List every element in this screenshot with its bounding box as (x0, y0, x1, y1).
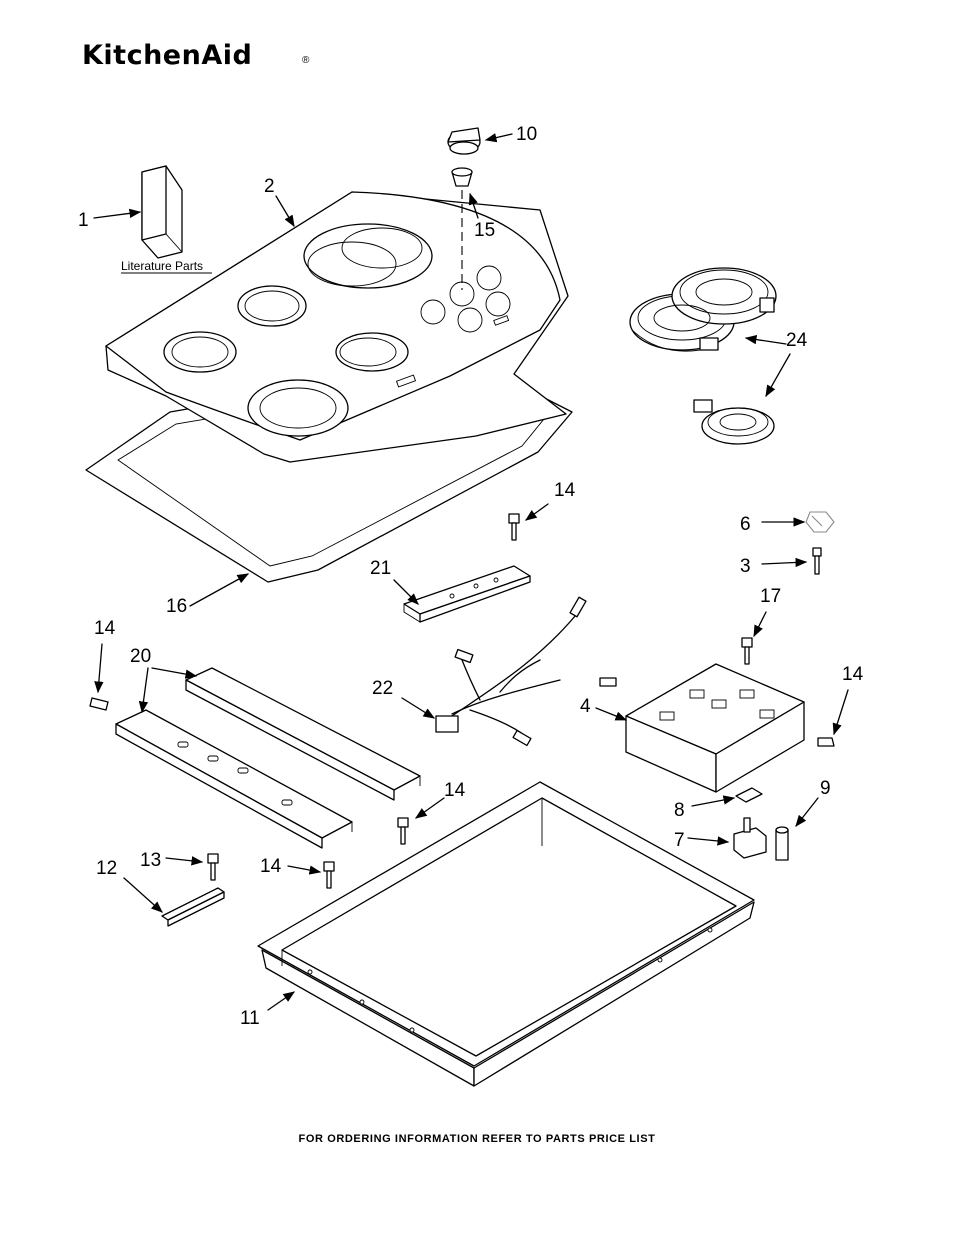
part-dual-element (629, 267, 777, 352)
part-bracket-12 (161, 887, 225, 927)
part-screw-13 (207, 853, 219, 881)
callout-14-bottom-b: 14 (260, 856, 282, 877)
callout-4: 4 (580, 696, 591, 717)
callout-15: 15 (474, 220, 495, 241)
part-rail-lower (115, 709, 353, 849)
brand-registered-mark: ® (302, 55, 310, 66)
callout-1: 1 (78, 210, 89, 231)
part-wire-harness (435, 596, 617, 747)
callout-13: 13 (140, 850, 161, 871)
part-control-box (625, 663, 805, 793)
part-burner-box (257, 781, 755, 1087)
part-single-element (693, 399, 775, 445)
part-screw-14-top (508, 513, 520, 541)
callout-leaders (93, 133, 849, 1011)
footer-note: FOR ORDERING INFORMATION REFER TO PARTS … (299, 1133, 656, 1145)
callout-3: 3 (740, 556, 751, 577)
callout-20: 20 (130, 646, 151, 667)
callout-10: 10 (516, 124, 537, 145)
callout-12: 12 (96, 858, 117, 879)
part-screw-17 (741, 637, 753, 665)
callout-14-top: 14 (554, 480, 576, 501)
part-screw-14-bottom-b (323, 861, 335, 889)
brand-logo: KitchenAid (82, 40, 252, 71)
callout-6: 6 (740, 514, 751, 535)
callout-24: 24 (786, 330, 808, 351)
literature-parts-label: Literature Parts (121, 259, 203, 273)
callout-14-bottom-a: 14 (444, 780, 466, 801)
callout-2: 2 (264, 176, 275, 197)
part-clip (805, 511, 835, 533)
callout-14-right: 14 (842, 664, 864, 685)
callout-7: 7 (674, 830, 685, 851)
part-plate-8 (735, 787, 763, 803)
part-screw-14-right (817, 737, 835, 747)
callout-16: 16 (166, 596, 187, 617)
callout-21: 21 (370, 558, 391, 579)
callout-11: 11 (240, 1008, 260, 1029)
callout-17: 17 (760, 586, 781, 607)
part-knob-insert (451, 167, 473, 187)
part-screw-3 (812, 547, 822, 575)
part-literature (141, 165, 183, 259)
part-switch-7 (733, 817, 767, 859)
part-screw-14-bottom-a (397, 817, 409, 845)
callout-9: 9 (820, 778, 831, 799)
part-sensor-9 (775, 826, 789, 861)
part-bracket-21 (403, 565, 531, 623)
callout-8: 8 (674, 800, 685, 821)
callout-14-left: 14 (94, 618, 116, 639)
part-knob (447, 127, 481, 155)
callout-22: 22 (372, 678, 393, 699)
part-rail-upper (185, 667, 421, 801)
part-cooktop-glass (105, 191, 569, 463)
part-screw-14-left (89, 697, 109, 711)
